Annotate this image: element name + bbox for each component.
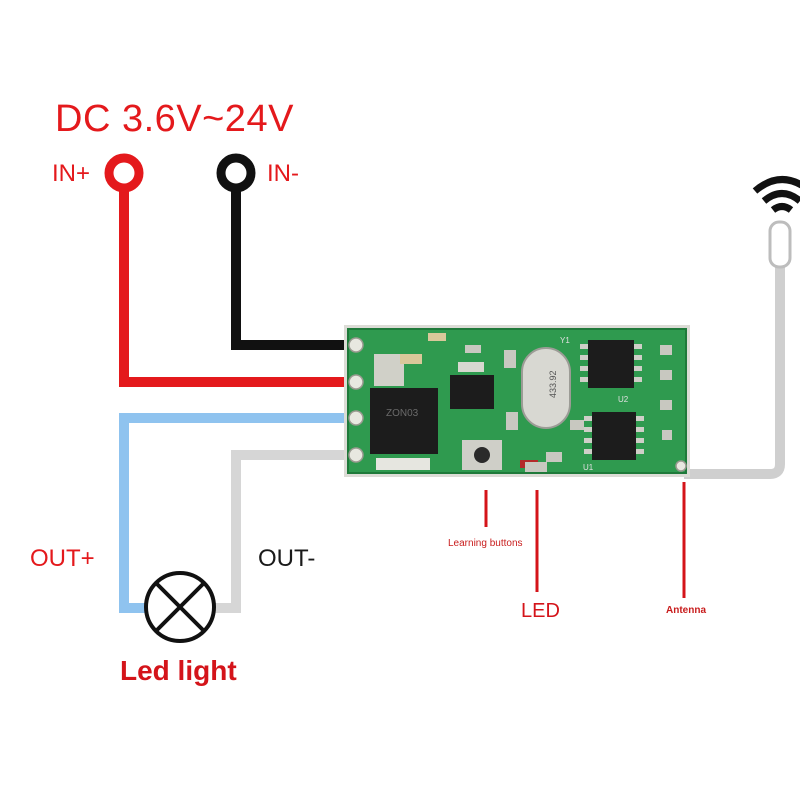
mosfet-marking: ZON03 bbox=[386, 408, 419, 419]
pcb-module-icon: ZON03 433.92 Y1 bbox=[344, 325, 690, 477]
terminal-positive-icon bbox=[104, 153, 144, 193]
wire-antenna bbox=[684, 250, 785, 479]
antenna-pad bbox=[675, 460, 687, 472]
regulator-component bbox=[450, 375, 494, 409]
in-minus-label: IN- bbox=[267, 160, 299, 187]
crystal-ref: Y1 bbox=[560, 336, 570, 345]
crystal-component: 433.92 Y1 bbox=[521, 336, 571, 429]
wifi-signal-icon bbox=[752, 176, 800, 213]
led-label: LED bbox=[521, 600, 560, 622]
chip-u1-ref: U1 bbox=[583, 463, 594, 472]
antenna-label: Antenna bbox=[666, 605, 706, 616]
chip-u2: U2 bbox=[580, 340, 642, 404]
mosfet-component: ZON03 bbox=[370, 354, 438, 470]
in-plus-label: IN+ bbox=[52, 160, 91, 187]
out-minus-label: OUT- bbox=[258, 545, 316, 572]
learning-buttons-label: Learning buttons bbox=[448, 538, 523, 549]
wire-in-plus bbox=[119, 180, 350, 387]
crystal-marking: 433.92 bbox=[548, 370, 558, 398]
voltage-range-title: DC 3.6V~24V bbox=[55, 98, 294, 140]
antenna-tip bbox=[768, 220, 792, 269]
chip-u1: U1 bbox=[583, 412, 644, 472]
status-led bbox=[525, 462, 547, 472]
pcb-edge-pads bbox=[348, 337, 364, 463]
wire-out-minus bbox=[212, 450, 350, 613]
wire-out-plus bbox=[119, 413, 350, 613]
led-light-label: Led light bbox=[120, 655, 237, 686]
out-plus-label: OUT+ bbox=[30, 545, 95, 572]
chip-u2-ref: U2 bbox=[618, 395, 629, 404]
bulb-icon bbox=[144, 571, 216, 643]
wire-in-minus bbox=[231, 180, 350, 350]
learning-button[interactable] bbox=[462, 440, 502, 470]
terminal-negative-icon bbox=[216, 153, 256, 193]
